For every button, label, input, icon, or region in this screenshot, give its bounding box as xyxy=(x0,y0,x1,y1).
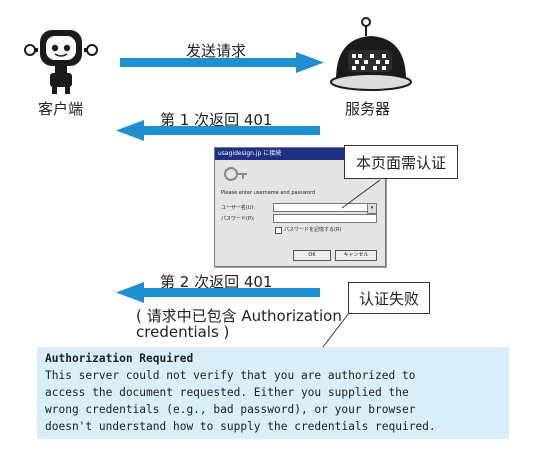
error-line: This server could not verify that you ar… xyxy=(45,369,416,382)
error-panel: Authorization Required This server could… xyxy=(37,347,509,439)
auth-failed-callout: 认证失败 xyxy=(348,282,430,314)
chevron-down-icon[interactable]: ▾ xyxy=(367,203,377,214)
password-label: パスワード(P): xyxy=(221,216,255,222)
second-401-arrow xyxy=(116,282,320,303)
dialog-prompt: Please enter username and password xyxy=(221,190,316,196)
cancel-button[interactable]: キャンセル xyxy=(335,250,377,261)
client-label: 客户端 xyxy=(38,100,84,118)
callout-pointer xyxy=(341,179,381,209)
page-needs-auth-callout: 本页面需认证 xyxy=(344,145,458,179)
request-arrow xyxy=(120,52,324,73)
first-return-label: 第 1 次返回 401 xyxy=(160,111,273,129)
second-return-label: 第 2 次返回 401 xyxy=(160,273,273,291)
key-icon xyxy=(224,167,247,181)
remember-label: パスワードを記憶する(R) xyxy=(284,227,342,233)
server-label: 服务器 xyxy=(345,100,391,118)
robot-icon xyxy=(24,30,98,94)
credentials-note-line1: ( 请求中已包含 Authorization xyxy=(136,307,342,325)
client-robot xyxy=(22,22,102,100)
send-request-label: 发送请求 xyxy=(186,42,247,60)
first-401-arrow xyxy=(116,120,320,141)
server-robot-icon xyxy=(330,17,412,91)
dialog-title: usagidesign.jp に接続 xyxy=(215,148,385,160)
login-dialog: usagidesign.jp に接続 Please enter username… xyxy=(214,147,386,267)
username-label: ユーザー名(U): xyxy=(221,205,256,211)
error-line: wrong credentials (e.g., bad password), … xyxy=(45,403,416,416)
server-robot xyxy=(326,14,416,96)
error-heading: Authorization Required xyxy=(45,352,194,365)
password-field[interactable] xyxy=(273,214,377,223)
ok-button[interactable]: OK xyxy=(293,250,331,261)
error-line: access the document requested. Either yo… xyxy=(45,386,409,399)
credentials-note-line2: credentials ) xyxy=(136,323,230,341)
remember-checkbox[interactable] xyxy=(275,227,282,234)
error-line: doesn't understand how to supply the cre… xyxy=(45,420,436,433)
